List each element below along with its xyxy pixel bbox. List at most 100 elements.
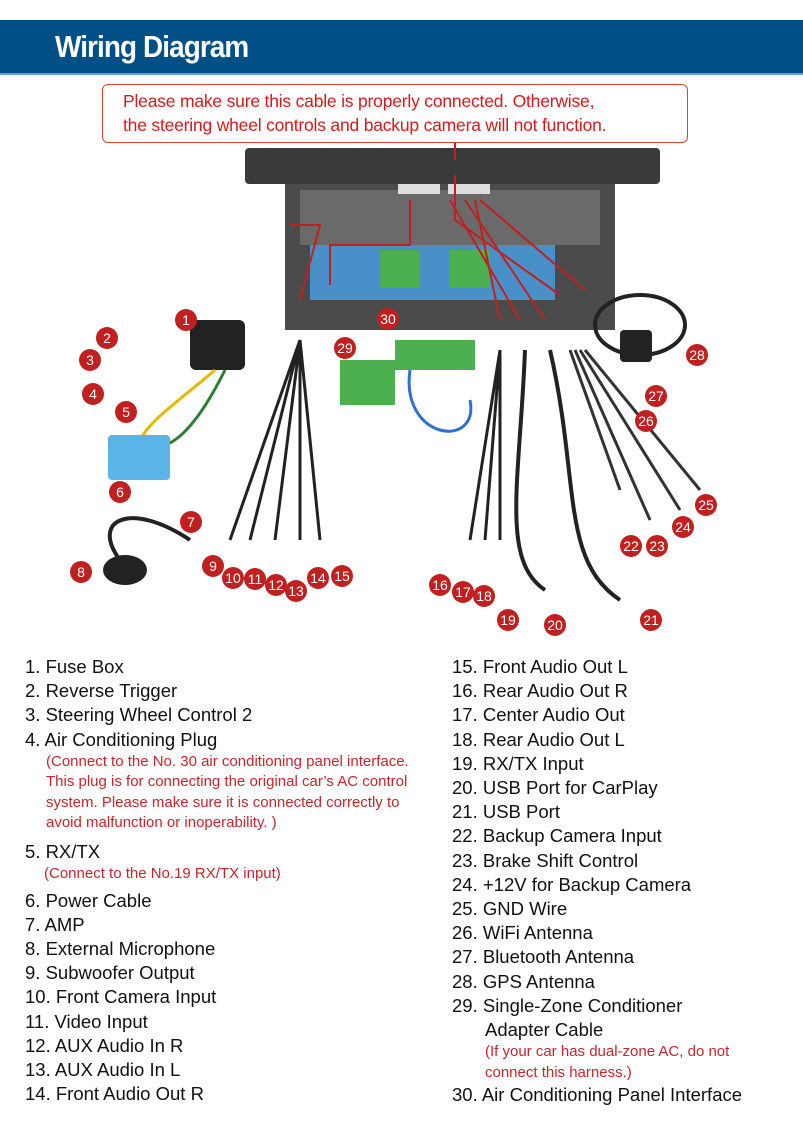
callout-number: 30 xyxy=(380,311,396,327)
callout-number: 11 xyxy=(248,571,263,587)
callout-number: 19 xyxy=(500,612,516,628)
callout-number: 12 xyxy=(268,577,284,593)
callout-marker: 1 xyxy=(175,309,197,331)
callout-circle xyxy=(285,580,307,602)
warning-notice: Please make sure this cable is properly … xyxy=(102,84,688,143)
callout-marker: 17 xyxy=(452,581,474,603)
callout-number: 17 xyxy=(455,584,471,600)
note-line: (If your car has dual-zone AC, do not xyxy=(485,1043,730,1061)
page-title: Wiring Diagram xyxy=(55,29,249,64)
legend-item: 6. Power Cable xyxy=(25,889,152,911)
callout-number: 29 xyxy=(337,340,353,356)
callout-number: 28 xyxy=(689,347,705,363)
callout-marker: 24 xyxy=(672,516,694,538)
legend-item: 14. Front Audio Out R xyxy=(25,1083,204,1105)
callout-marker: 27 xyxy=(645,385,667,407)
callout-circle xyxy=(115,401,137,423)
callout-marker: 9 xyxy=(202,555,224,577)
callout-circle xyxy=(96,327,118,349)
callout-marker: 7 xyxy=(180,511,202,533)
notice-line: the steering wheel controls and backup c… xyxy=(123,115,607,135)
callout-marker: 6 xyxy=(109,481,131,503)
callout-circle xyxy=(265,574,287,596)
notice-line: Please make sure this cable is properly … xyxy=(123,91,595,111)
callout-circle xyxy=(640,609,662,631)
callout-marker: 30 xyxy=(377,308,399,330)
legend-item: 17. Center Audio Out xyxy=(452,704,625,726)
callout-circle xyxy=(544,614,566,636)
legend-item: 15. Front Audio Out L xyxy=(452,656,628,677)
note-line: system. Please make sure it is connected… xyxy=(46,793,400,811)
legend-item: 4. Air Conditioning Plug xyxy=(25,728,218,750)
note-line: (Connect to the No.19 RX/TX input) xyxy=(44,865,281,883)
callout-marker: 10 xyxy=(222,567,244,589)
callout-circle xyxy=(473,585,495,607)
callout-circle xyxy=(620,535,642,557)
legend-item: 29. Single-Zone Conditioner xyxy=(452,994,683,1016)
callout-number: 7 xyxy=(187,514,195,530)
callout-circle xyxy=(307,567,329,589)
legend-item-cont: Adapter Cable xyxy=(485,1019,604,1041)
callout-circle xyxy=(429,574,451,596)
callout-number: 26 xyxy=(638,413,654,429)
callout-marker: 19 xyxy=(497,609,519,631)
callout-marker: 8 xyxy=(70,561,92,583)
note-line: avoid malfunction or inoperability. ) xyxy=(46,814,277,832)
legend-note: (Connect to the No. 30 air conditioning … xyxy=(25,752,409,834)
legend-item: 10. Front Camera Input xyxy=(25,986,217,1008)
legend-note: (Connect to the No.19 RX/TX input) xyxy=(25,864,409,885)
legend-item: 11. Video Input xyxy=(25,1010,148,1032)
callout-circle xyxy=(82,383,104,405)
legend-note: (If your car has dual-zone AC, do not con… xyxy=(452,1042,742,1083)
callout-circle xyxy=(175,309,197,331)
callout-marker: 25 xyxy=(695,494,717,516)
callout-circle xyxy=(452,581,474,603)
legend-right: 15. Front Audio Out L 16. Rear Audio Out … xyxy=(452,655,742,1107)
legend-item: 8. External Microphone xyxy=(25,937,216,959)
note-line: connect this harness.) xyxy=(485,1063,632,1081)
callout-marker: 4 xyxy=(82,383,104,405)
callout-circle xyxy=(334,337,356,359)
callout-number: 14 xyxy=(310,570,326,586)
callout-number: 23 xyxy=(649,538,665,554)
legend-item: 9. Subwoofer Output xyxy=(25,962,195,984)
legend-item: 23. Brake Shift Control xyxy=(452,849,639,871)
callout-marker: 14 xyxy=(307,567,329,589)
header-bar: Wiring Diagram xyxy=(0,20,803,75)
callout-circle xyxy=(672,516,694,538)
callout-marker: 11 xyxy=(244,568,266,590)
callout-number: 8 xyxy=(77,564,85,580)
legend-item: 5. RX/TX xyxy=(25,840,101,862)
legend-item: 16. Rear Audio Out R xyxy=(452,680,628,702)
callout-number: 24 xyxy=(675,519,691,535)
callout-circle xyxy=(646,535,668,557)
callout-circle xyxy=(202,555,224,577)
legend-item: 25. GND Wire xyxy=(452,898,568,920)
callout-marker: 18 xyxy=(473,585,495,607)
callout-marker: 22 xyxy=(620,535,642,557)
callout-marker: 23 xyxy=(646,535,668,557)
callout-marker: 5 xyxy=(115,401,137,423)
head-unit xyxy=(245,148,660,330)
callout-number: 22 xyxy=(623,538,639,554)
callout-marker: 21 xyxy=(640,609,662,631)
legend-item: 22. Backup Camera Input xyxy=(452,825,662,847)
callout-marker: 16 xyxy=(429,574,451,596)
legend-item: 1. Fuse Box xyxy=(25,656,124,677)
callout-number: 1 xyxy=(182,312,190,328)
legend-item: 26. WiFi Antenna xyxy=(452,922,593,944)
callout-circle xyxy=(244,568,266,590)
callout-number: 13 xyxy=(288,583,304,599)
callout-number: 9 xyxy=(209,558,217,574)
callout-number: 6 xyxy=(116,484,124,500)
legend-item: 12. AUX Audio In R xyxy=(25,1034,184,1056)
callout-marker: 3 xyxy=(79,349,101,371)
callout-circle xyxy=(686,344,708,366)
legend-item: 20. USB Port for CarPlay xyxy=(452,777,658,799)
callout-circle xyxy=(645,385,667,407)
callout-marker: 13 xyxy=(285,580,307,602)
callout-circle xyxy=(497,609,519,631)
legend-item: 27. Bluetooth Antenna xyxy=(452,946,635,968)
callout-circle xyxy=(109,481,131,503)
